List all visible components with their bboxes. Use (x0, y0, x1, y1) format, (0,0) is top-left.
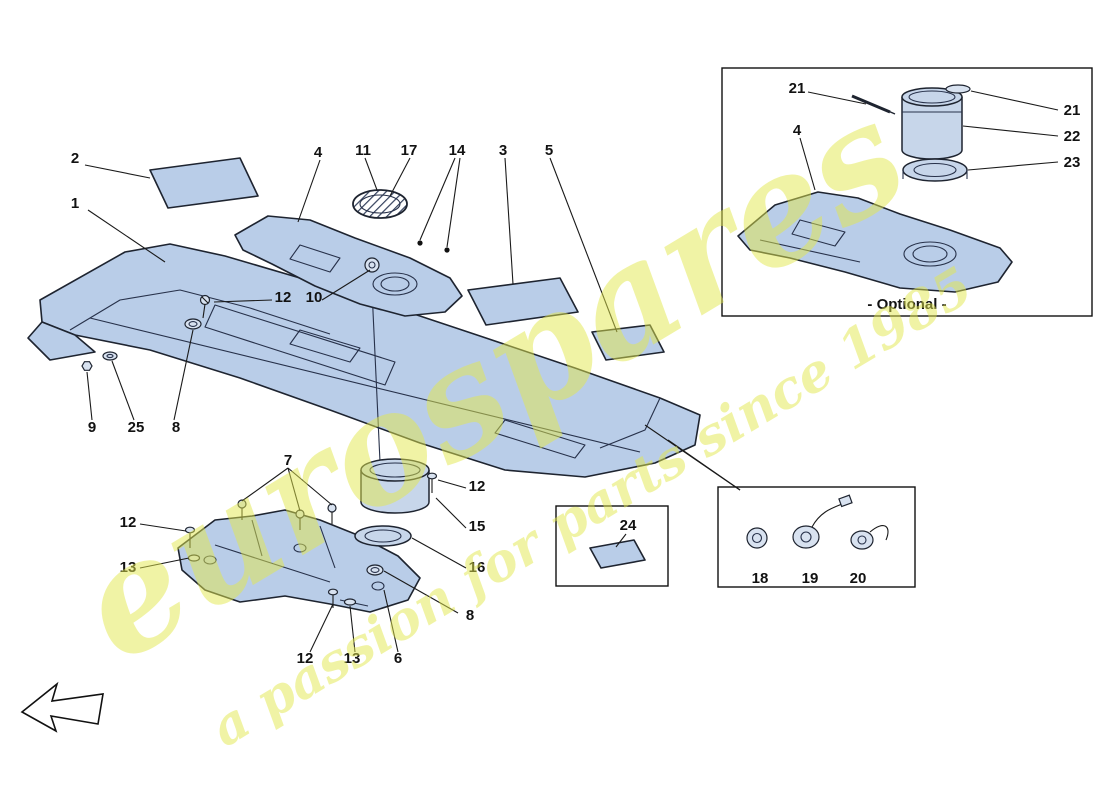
washer-part-8-bottom (366, 564, 384, 576)
mat-part-3 (467, 277, 579, 326)
callout-10: 10 (306, 289, 323, 306)
tunnel-left-foot (27, 321, 96, 361)
callout-4: 4 (314, 144, 323, 161)
callout-20: 20 (850, 570, 867, 587)
grommet-part-8-top (184, 318, 202, 330)
callout-12-a: 12 (275, 289, 292, 306)
cup-cylinder-part-22 (901, 87, 963, 160)
callout-4-b: 4 (793, 122, 802, 139)
callout-25: 25 (128, 419, 145, 436)
ring-part-16 (354, 525, 412, 547)
callout-21-b: 21 (1064, 102, 1081, 119)
callout-18: 18 (752, 570, 769, 587)
callout-16: 16 (469, 559, 486, 576)
screw-dot-part-14-b (444, 247, 450, 253)
callout-17: 17 (401, 142, 418, 159)
callout-14: 14 (449, 142, 466, 159)
grille-pad-part-11 (352, 189, 408, 219)
callout-11: 11 (355, 142, 371, 159)
screw-part-12-left (184, 526, 196, 548)
callout-8-a: 8 (172, 419, 180, 436)
callout-13-a: 13 (120, 559, 137, 576)
disc-part-21 (945, 84, 971, 94)
fitting-part-10 (364, 257, 380, 273)
ring-part-23 (902, 158, 968, 182)
callout-12-d: 12 (297, 650, 314, 667)
nut-part-9 (81, 361, 93, 371)
optional-console-part-4 (737, 191, 1013, 293)
callout-12-c: 12 (120, 514, 137, 531)
callout-22: 22 (1064, 128, 1081, 145)
callout-7: 7 (284, 452, 292, 469)
callout-8-b: 8 (466, 607, 474, 624)
optional-inset-box (721, 67, 1093, 317)
callout-23: 23 (1064, 154, 1081, 171)
screw-part-12-top (199, 294, 211, 319)
console-top-part-4 (234, 215, 463, 317)
callout-1: 1 (71, 195, 79, 212)
screw-dot-part-14-a (417, 240, 423, 246)
pin-part-21 (851, 94, 896, 115)
leader-lines (84, 90, 1059, 653)
callout-3: 3 (499, 142, 507, 159)
screw-part-12-bottom (327, 588, 339, 608)
washer-part-13-bottom (343, 598, 357, 606)
callout-6: 6 (394, 650, 402, 667)
callout-24: 24 (620, 517, 637, 534)
sockets-box (717, 486, 916, 588)
orientation-arrow (20, 681, 104, 733)
callout-13-b: 13 (344, 650, 361, 667)
callout-5: 5 (545, 142, 553, 159)
mat-part-2 (149, 157, 259, 209)
callout-12-b: 12 (469, 478, 486, 495)
cup-insert-part-15 (360, 458, 430, 514)
callout-9: 9 (88, 419, 96, 436)
sensor-part-19 (792, 494, 853, 549)
screws-part-7 (237, 499, 337, 530)
socket-part-20 (850, 525, 889, 550)
washer-part-25 (102, 351, 118, 361)
callout-15: 15 (469, 518, 486, 535)
callout-21-a: 21 (789, 80, 806, 97)
socket-part-18 (746, 527, 768, 549)
pad-part-5 (591, 324, 665, 361)
callout-2: 2 (71, 150, 79, 167)
callout-19: 19 (802, 570, 819, 587)
optional-label: - Optional - (867, 296, 946, 313)
screw-part-12-right (426, 472, 438, 493)
